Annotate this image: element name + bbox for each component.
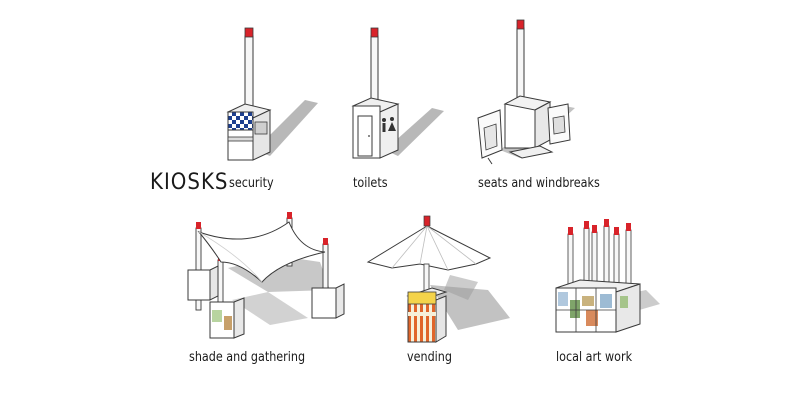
toilets-kiosk [351, 27, 444, 159]
caption-toilets: toilets [353, 176, 388, 191]
local-art-work-kiosk [555, 219, 660, 333]
seats-windbreaks-kiosk [477, 19, 575, 165]
caption-vending: vending [407, 350, 452, 365]
caption-seats-windbreaks: seats and windbreaks [478, 176, 600, 191]
caption-security: security [229, 176, 274, 191]
caption-shade-gathering: shade and gathering [189, 350, 306, 365]
page-title: KIOSKS [150, 170, 229, 195]
security-kiosk [226, 27, 318, 161]
shade-gathering-kiosk [187, 212, 345, 339]
vending-kiosk [366, 215, 510, 343]
caption-local-art-work: local art work [556, 350, 633, 365]
